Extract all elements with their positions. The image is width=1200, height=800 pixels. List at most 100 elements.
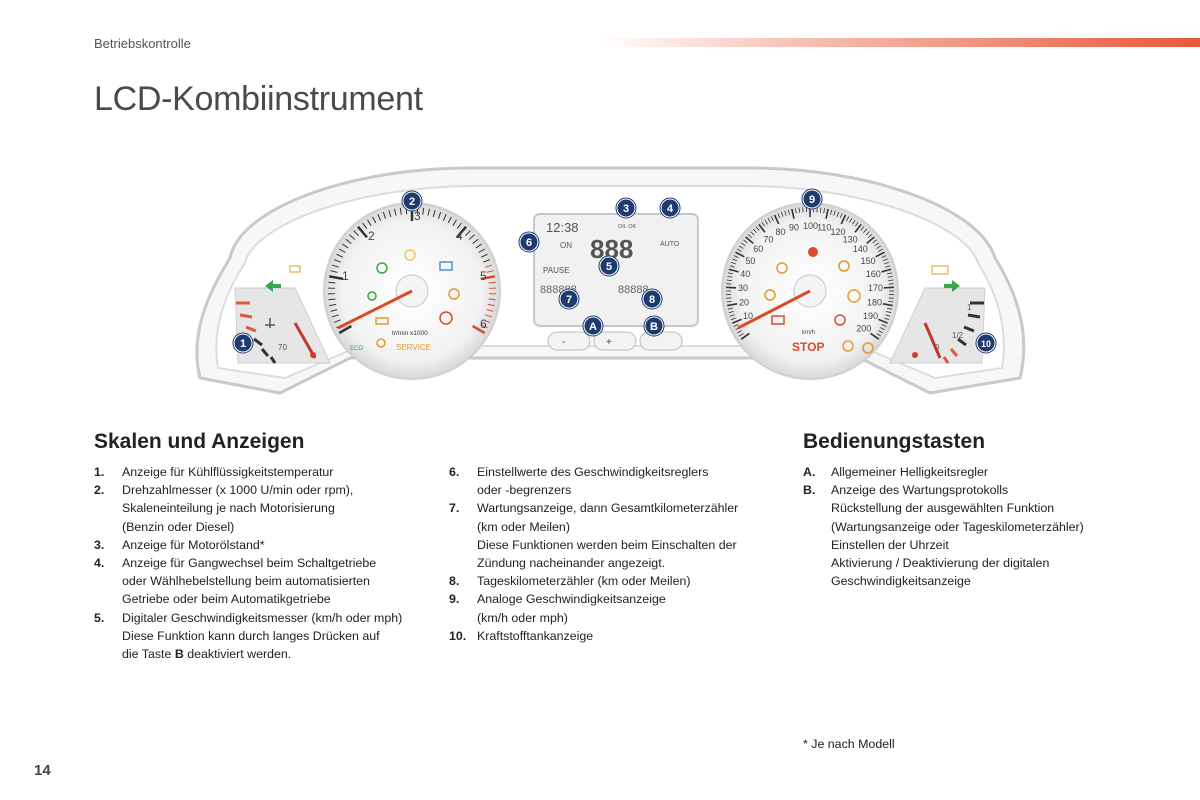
speed-tick	[733, 255, 739, 258]
button-minus-label: -	[562, 337, 565, 348]
speed-tick	[881, 268, 892, 273]
callout-label: 5	[606, 261, 612, 273]
tach-tick	[372, 216, 377, 224]
header-accent-bar	[600, 38, 1200, 47]
instrument-cluster-illustration: 70 1 2 3 4 5 6 tr/min x1000 ECO SERVICE …	[170, 128, 1050, 408]
tach-tick	[331, 264, 339, 268]
speed-number: 70	[763, 234, 773, 244]
list-gauges-left: 1.Anzeige für Kühlflüssigkeitstemperatur…	[94, 463, 434, 663]
tach-number: 1	[342, 269, 349, 283]
tach-tick	[456, 222, 462, 229]
callout-label: 6	[526, 237, 532, 249]
speed-number: 160	[866, 269, 881, 279]
callout-marker	[645, 317, 663, 335]
speed-tick	[728, 268, 739, 273]
lcd-oil: OIL OK	[618, 224, 636, 230]
speed-number: 20	[739, 297, 749, 307]
speed-tick	[728, 311, 734, 314]
speed-tick	[866, 236, 875, 245]
turn-left-icon	[265, 280, 281, 292]
speed-ticks	[726, 207, 894, 340]
tach-tick	[399, 207, 402, 215]
callout-label: 10	[981, 339, 991, 349]
tach-unit: tr/min x1000	[392, 330, 428, 337]
speed-warning-icons	[764, 247, 874, 354]
speed-tick	[798, 207, 801, 213]
speed-tick	[872, 239, 877, 244]
speed-tick	[846, 216, 850, 222]
speed-tick	[836, 211, 840, 217]
tach-tick	[486, 309, 494, 312]
speed-tick	[733, 324, 739, 327]
tach-tick	[471, 324, 486, 335]
speed-tick	[852, 219, 856, 225]
tach-tick	[480, 253, 488, 258]
list-item: 3.Anzeige für Motorölstand*	[94, 537, 265, 552]
tach-tick	[475, 243, 482, 249]
speed-tick	[881, 255, 887, 258]
speed-number: 90	[789, 223, 799, 233]
button-plus-label: +	[606, 337, 612, 348]
speed-tick	[888, 279, 894, 282]
tach-tick	[468, 234, 475, 240]
tach-tick	[486, 270, 494, 273]
tach-number: 3	[414, 209, 421, 223]
callout-label: 4	[667, 203, 674, 215]
callout-label: A	[589, 321, 597, 333]
list-item: 6.Einstellwerte des Geschwindigkeitsregl…	[449, 465, 709, 498]
tach-tick	[342, 243, 349, 249]
tach-needle	[337, 289, 413, 330]
speed-tick	[888, 300, 894, 303]
tach-warning-icons	[367, 249, 460, 348]
speed-tick	[737, 330, 742, 334]
speed-tick	[885, 314, 891, 317]
tach-tick	[465, 230, 471, 236]
tach-tick	[480, 324, 488, 329]
speed-number: 50	[745, 256, 755, 266]
tach-ticks	[328, 207, 496, 335]
list-controls: A.Allgemeiner Helligkeitsregler B.Anzeig…	[803, 463, 1143, 590]
fuel-label-empty: 0	[935, 343, 940, 352]
speed-tick	[876, 333, 882, 337]
list-item: 4.Anzeige für Gangwechsel beim Schaltget…	[94, 556, 377, 607]
page-number: 14	[34, 762, 51, 779]
speed-tick	[726, 279, 732, 282]
heading-gauges: Skalen und Anzeigen	[94, 430, 305, 453]
speed-tick	[887, 307, 893, 310]
tach-number: 4	[456, 229, 463, 243]
tach-tick	[329, 303, 337, 307]
speed-tick	[747, 233, 753, 238]
footnote: * Je nach Modell	[803, 737, 895, 751]
speed-tick	[849, 218, 853, 223]
speed-tick	[854, 223, 862, 233]
speed-number: 30	[738, 283, 748, 293]
temp-label: 70	[278, 343, 287, 352]
tach-tick	[388, 210, 392, 218]
callout-label: B	[650, 321, 658, 333]
tach-tick	[487, 303, 495, 307]
tach-tick	[357, 225, 368, 239]
callout-marker	[600, 257, 618, 275]
lcd-pause: PAUSE	[543, 266, 570, 275]
tach-tick	[338, 324, 353, 335]
speed-number: 130	[843, 234, 858, 244]
tach-tick	[336, 253, 344, 258]
tach-tick	[329, 275, 344, 281]
list-gauges-middle: 6.Einstellwerte des Geschwindigkeitsregl…	[449, 463, 789, 645]
service-button	[639, 331, 683, 351]
speed-tick	[887, 276, 893, 278]
callout-label: 1	[240, 338, 246, 350]
callout-marker	[234, 334, 252, 352]
speed-tick	[839, 213, 843, 219]
speed-tick	[732, 318, 742, 324]
speed-number: 170	[868, 283, 883, 293]
tach-eco: ECO	[350, 346, 363, 352]
tach-tick	[330, 270, 338, 273]
speed-number: 180	[867, 297, 882, 307]
fuel-label-half: 1/2	[952, 331, 964, 340]
fuel-gauge	[889, 287, 986, 364]
speed-number: 10	[743, 311, 753, 321]
speed-tick	[761, 221, 766, 227]
speed-tick	[770, 216, 774, 222]
speed-number: 60	[753, 244, 763, 254]
